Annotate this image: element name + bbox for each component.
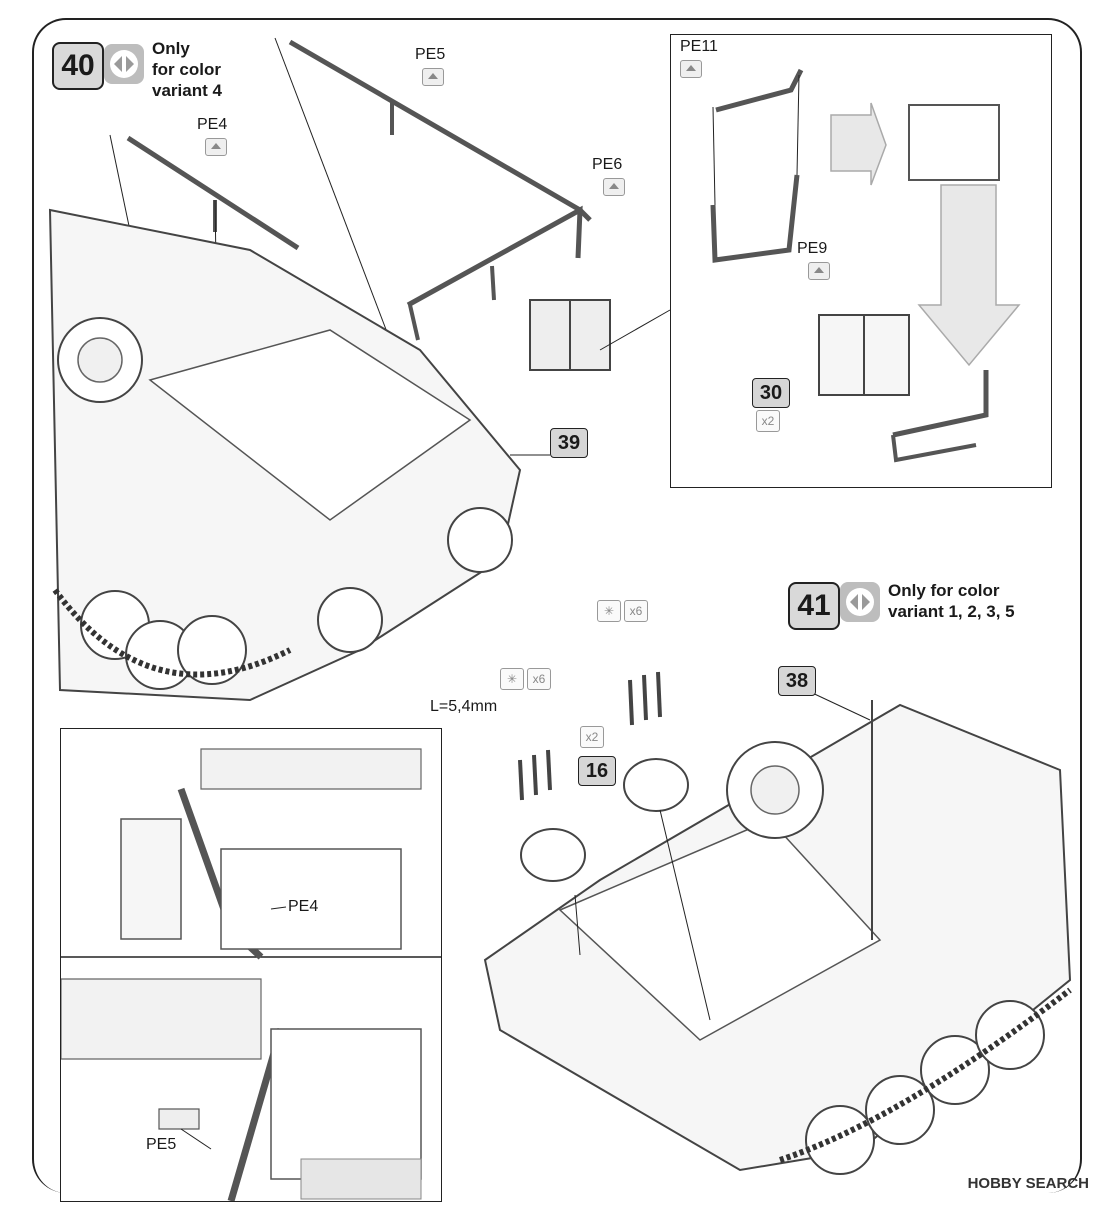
label-pe11: PE11 xyxy=(680,38,718,55)
label-pe9: PE9 xyxy=(797,240,828,257)
rod-quantity-a: x6 xyxy=(624,600,648,622)
label-pe6: PE6 xyxy=(592,156,623,173)
rod-quantity-mark-a: ✳ xyxy=(597,600,621,622)
step-40-note-line3: variant 4 xyxy=(152,81,222,100)
label-pe4-detail: PE4 xyxy=(288,898,319,915)
sprue-icon: ✳ xyxy=(506,672,518,686)
label-pe4: PE4 xyxy=(197,116,228,133)
step-40-note-line2: for color xyxy=(152,60,221,79)
part-30: 30 xyxy=(752,378,790,408)
photo-etch-icon xyxy=(808,262,830,280)
part-39: 39 xyxy=(550,428,588,458)
photo-etch-icon xyxy=(680,60,702,78)
jerry-can-rack-inset xyxy=(670,34,1052,488)
part-16: 16 xyxy=(578,756,616,786)
step-40-note: Only for color variant 4 xyxy=(152,38,222,101)
label-pe5: PE5 xyxy=(415,46,446,63)
part-38: 38 xyxy=(778,666,816,696)
detail-view-panel xyxy=(60,728,442,1202)
label-pe5-detail: PE5 xyxy=(146,1136,177,1153)
step-41-note: Only for color variant 1, 2, 3, 5 xyxy=(888,580,1015,622)
step-41-number: 41 xyxy=(788,582,840,630)
sprue-icon: ✳ xyxy=(603,604,615,618)
rod-quantity-b: x6 xyxy=(527,668,551,690)
photo-etch-icon xyxy=(205,138,227,156)
detail-drawing xyxy=(60,748,441,1202)
rod-quantity-mark-b: ✳ xyxy=(500,668,524,690)
part-16-quantity: x2 xyxy=(580,726,604,748)
photo-etch-icon xyxy=(422,68,444,86)
step-41-note-line2: variant 1, 2, 3, 5 xyxy=(888,602,1015,621)
watermark: HOBBY SEARCH xyxy=(967,1175,1089,1192)
rod-length-label: L=5,4mm xyxy=(430,698,498,715)
part-30-quantity: x2 xyxy=(756,410,780,432)
step-40-note-line1: Only xyxy=(152,39,190,58)
swap-arrows-icon xyxy=(104,44,144,84)
step-41-note-line1: Only for color xyxy=(888,581,1000,600)
photo-etch-icon xyxy=(603,178,625,196)
swap-arrows-icon xyxy=(840,582,880,622)
instruction-sheet-border xyxy=(32,18,1082,1193)
step-40-number: 40 xyxy=(52,42,104,90)
inset-drawing xyxy=(710,68,1021,463)
